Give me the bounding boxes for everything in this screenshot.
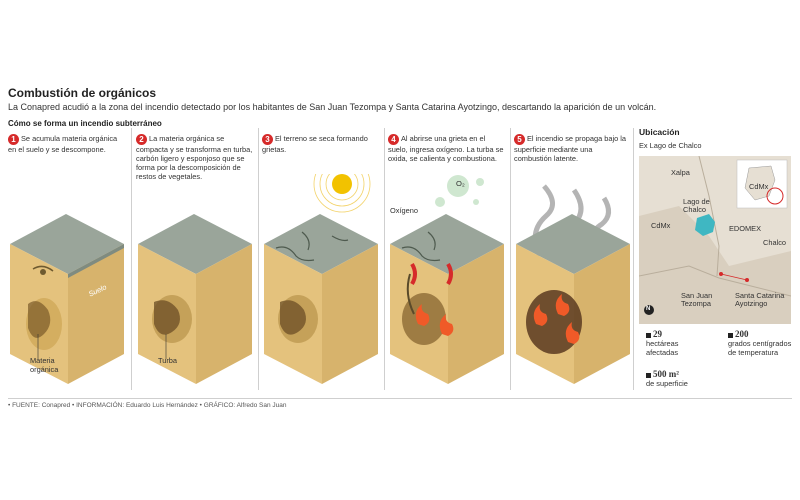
page-title: Combustión de orgánicos [8,86,157,100]
bullet-icon [646,332,651,338]
step-number-4: 4 [388,134,399,145]
soil-block-3-illustration [264,174,378,384]
soil-block-5-illustration [516,184,630,384]
step-number-1: 1 [8,134,19,145]
step-2-description: La materia orgánica se compacta y se tra… [136,134,253,181]
step-1-description: Se acumula materia orgánica en el suelo … [8,134,118,154]
sun-icon [313,174,371,213]
soil-block-4-illustration [390,175,504,384]
oxygen-label: Oxígeno [390,206,418,215]
map-heading: Ubicación [639,127,680,137]
place-santa-catarina: Santa Catarina Ayotzingo [735,291,785,308]
o2-label: O₂ [456,179,465,188]
organic-matter-label: Materia orgánica [30,356,59,374]
inset-cdmx-label: CdMx [749,182,769,191]
stat-surface: 500 m² de superficie [646,369,688,388]
place-edomex: EDOMEX [729,224,762,233]
map-shapes [638,155,792,324]
section-heading: Cómo se forma un incendio subterráneo [8,119,162,128]
place-lago-de-chalco: Lago de Chalco [683,197,710,214]
step-5-description: El incendio se propaga bajo la superfici… [514,134,627,163]
place-chalco: Chalco [763,238,787,247]
step-4-description: Al abrirse una grieta en el suelo, ingre… [388,134,504,163]
north-icon: N [646,306,651,312]
divider [510,128,511,390]
page-subtitle: La Conapred acudió a la zona del incendi… [8,102,657,112]
soil-block-1-illustration [10,214,124,384]
place-xalpa: Xalpa [671,168,690,177]
footer-divider [8,398,792,399]
soil-block-2-illustration [138,214,252,384]
flame-icon [415,304,454,336]
peat-label: Turba [158,356,178,365]
place-san-juan-tezompa: San Juan Tezompa [681,291,713,308]
step-3-description: El terreno se seca formando grietas. [262,134,368,154]
bullet-icon [728,332,733,338]
step-number-5: 5 [514,134,525,145]
stat-temperature: 200 grados centígrados de temperatura [728,329,792,357]
stat-hectares: 29 hectáreas afectadas [646,329,679,357]
footer-credits: • FUENTE: Conapred • INFORMACIÓN: Eduard… [8,402,287,409]
bullet-icon [646,372,651,378]
place-cdmx: CdMx [651,221,671,230]
divider [131,128,132,390]
flame-icon [533,294,580,344]
divider [633,128,634,390]
location-map: Xalpa Lago de Chalco CdMx EDOMEX Chalco … [638,155,792,324]
step-number-2: 2 [136,134,147,145]
step-number-3: 3 [262,134,273,145]
divider [384,128,385,390]
divider [258,128,259,390]
map-subheading: Ex Lago de Chalco [639,141,702,150]
